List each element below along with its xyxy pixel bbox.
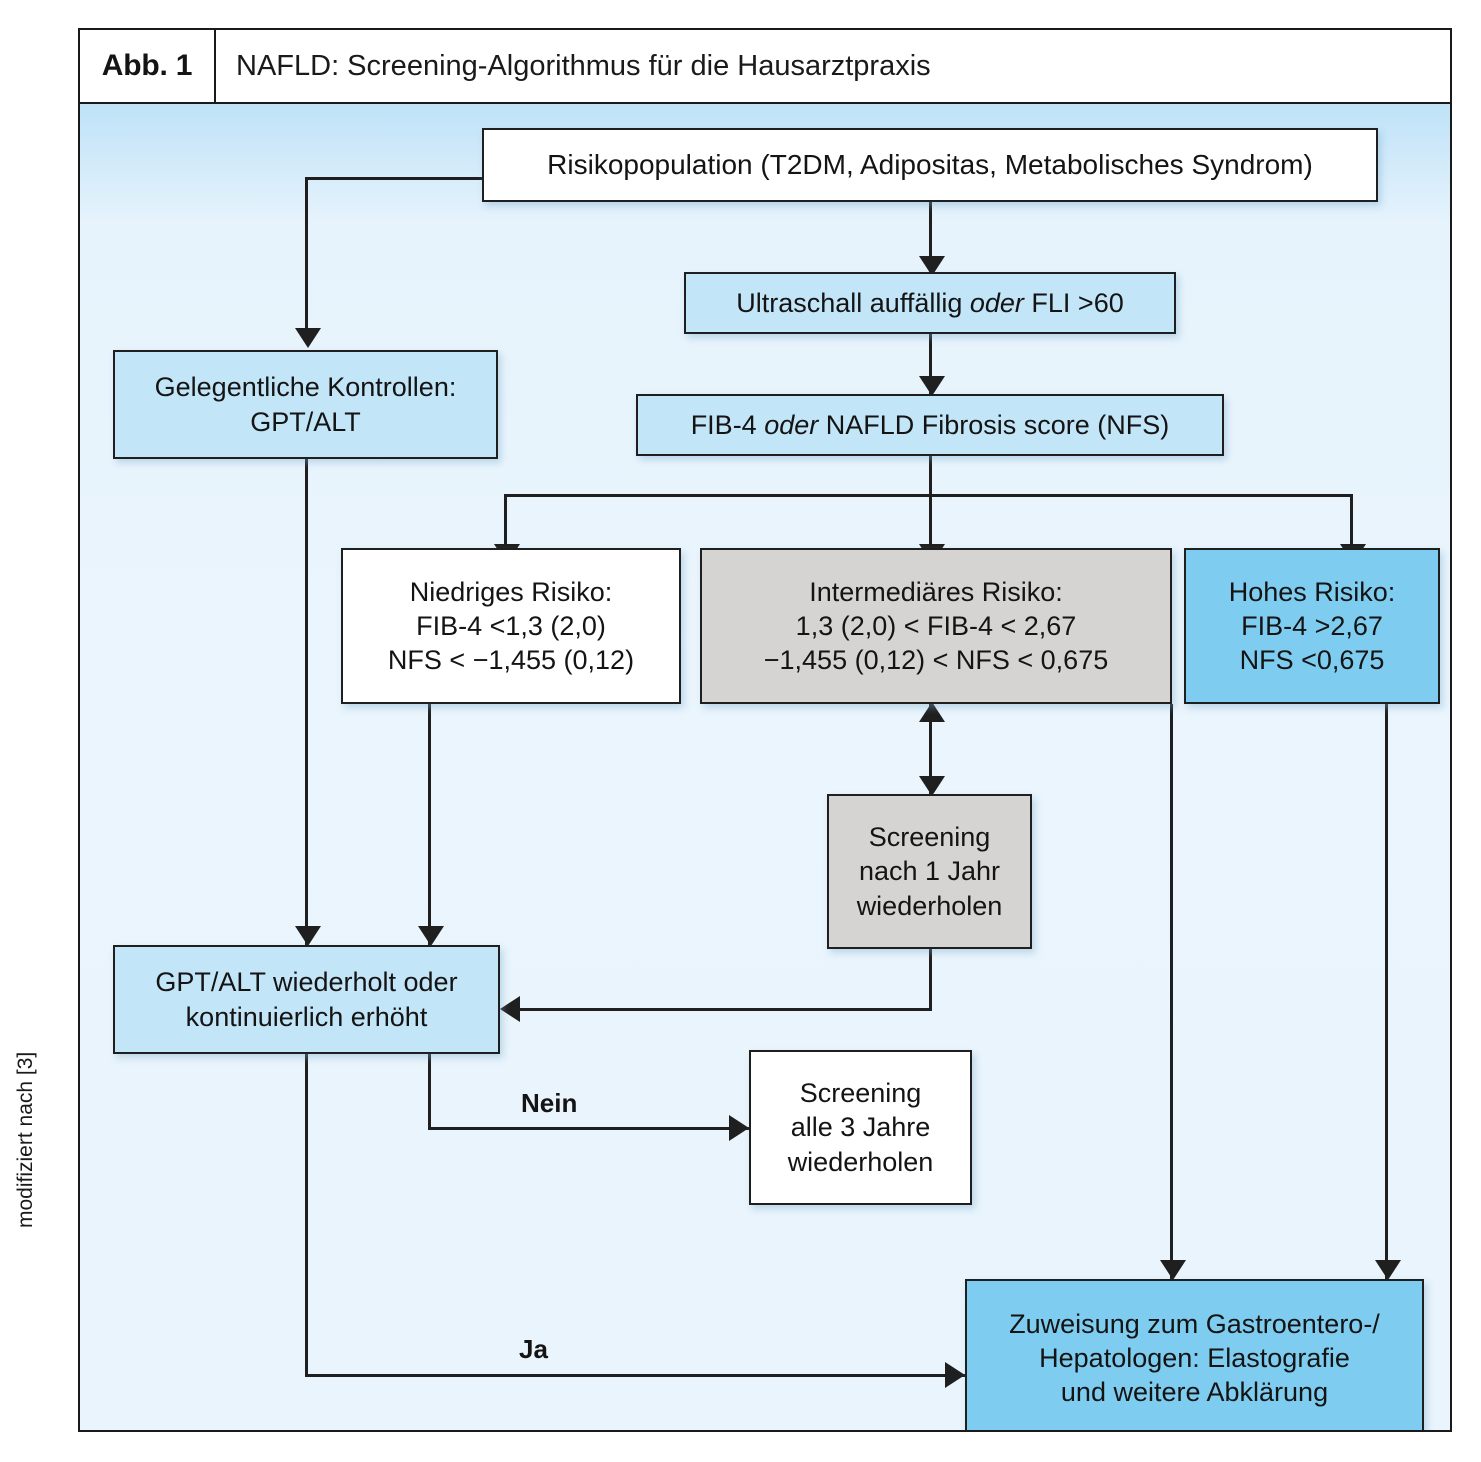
node-zuweisung-line-2: Hepatologen: Elastografie [1039, 1342, 1350, 1373]
node-intermediaeres-risiko-line-1: Intermediäres Risiko: [809, 576, 1063, 607]
node-screening-nach-1-jahr-line-2: nach 1 Jahr [858, 856, 1001, 887]
connector-ultraschall-to-fib4 [929, 334, 932, 394]
node-screening-alle-3-jahre[interactable]: Screening alle 3 Jahre wiederholen [749, 1050, 972, 1205]
node-hohes-risiko[interactable]: Hohes Risiko: FIB-4 >2,67 NFS <0,675 [1184, 548, 1440, 704]
arrowhead-kontrollen-to-gptalt [295, 926, 321, 946]
arrowhead-hohes-to-zuweisung [1375, 1260, 1401, 1280]
node-risikopopulation[interactable]: Risikopopulation (T2DM, Adipositas, Meta… [482, 128, 1378, 202]
node-screening-nach-1-jahr-line-1: Screening [868, 822, 991, 853]
node-screening-nach-1-jahr-line-3: wiederholen [856, 890, 1003, 921]
connector-risiko-to-kontrollen-horizontal [305, 177, 565, 180]
node-screening-nach-1-jahr[interactable]: Screening nach 1 Jahr wiederholen [827, 794, 1032, 949]
node-zuweisung-line-1: Zuweisung zum Gastroentero-/ [1009, 1308, 1380, 1339]
node-ultraschall-text: Ultraschall auffällig oder FLI >60 [736, 286, 1124, 320]
arrowhead-niedriges-to-gptalt [418, 926, 444, 946]
node-niedriges-risiko[interactable]: Niedriges Risiko: FIB-4 <1,3 (2,0) NFS <… [341, 548, 681, 704]
node-fib4-nfs[interactable]: FIB-4 oder NAFLD Fibrosis score (NFS) [636, 394, 1224, 456]
node-ultraschall-pre: Ultraschall auffällig [736, 287, 970, 318]
node-gpt-alt-wiederholt[interactable]: GPT/ALT wiederholt oder kontinuierlich e… [113, 945, 500, 1054]
connector-risiko-to-ultraschall [929, 202, 932, 272]
node-hohes-risiko-line-1: Hohes Risiko: [1228, 576, 1396, 607]
figure-credit: modifiziert nach [3] [14, 1051, 37, 1228]
node-ultraschall-emphasis: oder [969, 287, 1024, 318]
node-fib4-nfs-text: FIB-4 oder NAFLD Fibrosis score (NFS) [691, 408, 1170, 442]
node-screening-alle-3-jahre-line-2: alle 3 Jahre [790, 1112, 931, 1143]
arrowhead-up-to-intermediaeres [919, 702, 945, 722]
connector-gptalt-ja-vertical [305, 1034, 308, 1377]
connector-branch-low [504, 494, 507, 566]
figure-header: Abb. 1 NAFLD: Screening-Algorithmus für … [80, 30, 1450, 104]
node-hohes-risiko-line-3: NFS <0,675 [1239, 645, 1385, 676]
connector-kontrollen-to-gptalt [305, 459, 308, 945]
node-ultraschall-post: FLI >60 [1023, 287, 1124, 318]
connector-fib4-split-bar [504, 494, 1353, 497]
node-gelegentliche-kontrollen[interactable]: Gelegentliche Kontrollen: GPT/ALT [113, 350, 498, 459]
arrowhead-down-to-screening-1-jahr [919, 776, 945, 796]
connector-gptalt-ja-horizontal [305, 1374, 965, 1377]
node-intermediaeres-risiko-line-2: 1,3 (2,0) < FIB-4 < 2,67 [795, 610, 1077, 641]
arrowhead-to-ultraschall [919, 256, 945, 276]
node-zuweisung[interactable]: Zuweisung zum Gastroentero-/ Hepatologen… [965, 1279, 1424, 1430]
node-fib4-nfs-emphasis: oder [764, 409, 819, 440]
node-hohes-risiko-line-2: FIB-4 >2,67 [1241, 610, 1383, 641]
node-ultraschall[interactable]: Ultraschall auffällig oder FLI >60 [684, 272, 1176, 334]
connector-intermediaer-to-zuweisung [1170, 704, 1173, 1279]
node-gelegentliche-kontrollen-line-2: GPT/ALT [250, 406, 361, 437]
connector-screening1-to-gptalt-horizontal [520, 1008, 932, 1011]
node-screening-alle-3-jahre-line-1: Screening [799, 1078, 922, 1109]
node-fib4-nfs-pre: FIB-4 [690, 409, 765, 440]
connector-niedriges-to-gptalt [428, 704, 431, 945]
arrowhead-screening1-to-gptalt [500, 996, 520, 1022]
connector-risiko-to-kontrollen-vertical [305, 177, 308, 333]
connector-screening1-down [929, 949, 932, 1011]
node-gpt-alt-wiederholt-line-1: GPT/ALT wiederholt oder [155, 967, 458, 998]
connector-branch-high [1350, 494, 1353, 566]
node-niedriges-risiko-line-2: FIB-4 <1,3 (2,0) [416, 610, 606, 641]
arrowhead-to-fib4 [919, 376, 945, 396]
node-screening-alle-3-jahre-line-3: wiederholen [787, 1146, 934, 1177]
connector-gptalt-nein-horizontal [428, 1127, 749, 1130]
arrowhead-to-kontrollen [295, 328, 321, 348]
connector-gptalt-nein-vertical [428, 1034, 431, 1129]
arrowhead-ja-to-zuweisung [945, 1362, 965, 1388]
node-fib4-nfs-post: NAFLD Fibrosis score (NFS) [818, 409, 1170, 440]
edge-label-nein: Nein [521, 1088, 578, 1118]
connector-fib4-stem [929, 456, 932, 566]
node-risikopopulation-line-1: Risikopopulation (T2DM, Adipositas, Meta… [547, 149, 1313, 181]
figure-label: Abb. 1 [80, 30, 216, 102]
node-zuweisung-line-3: und weitere Abklärung [1060, 1377, 1329, 1408]
edge-label-ja: Ja [519, 1334, 548, 1364]
node-niedriges-risiko-line-3: NFS < −1,455 (0,12) [387, 645, 635, 676]
flowchart-canvas: Risikopopulation (T2DM, Adipositas, Meta… [80, 104, 1450, 1430]
node-intermediaeres-risiko[interactable]: Intermediäres Risiko: 1,3 (2,0) < FIB-4 … [700, 548, 1172, 704]
connector-hohes-to-zuweisung [1385, 704, 1388, 1279]
arrowhead-intermediaer-to-zuweisung [1160, 1260, 1186, 1280]
figure-frame: Abb. 1 NAFLD: Screening-Algorithmus für … [78, 28, 1452, 1432]
figure-title: NAFLD: Screening-Algorithmus für die Hau… [236, 49, 931, 82]
arrowhead-nein-to-screening3 [729, 1115, 749, 1141]
node-intermediaeres-risiko-line-3: −1,455 (0,12) < NFS < 0,675 [763, 645, 1109, 676]
connector-intermediaer-screening1 [929, 704, 932, 804]
node-gpt-alt-wiederholt-line-2: kontinuierlich erhöht [185, 1001, 428, 1032]
node-niedriges-risiko-line-1: Niedriges Risiko: [409, 576, 613, 607]
node-gelegentliche-kontrollen-line-1: Gelegentliche Kontrollen: [154, 372, 457, 403]
